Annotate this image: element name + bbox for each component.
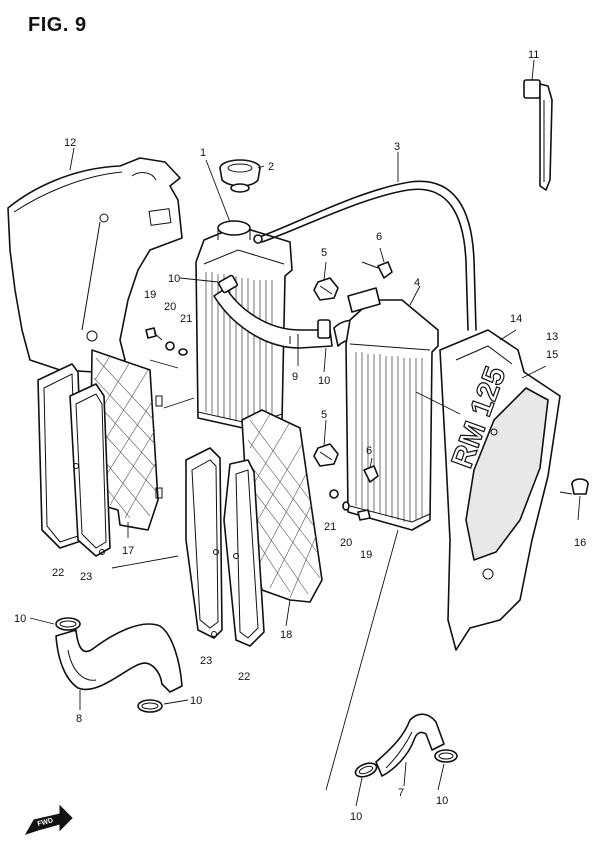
right-radiator-screen [241,409,323,603]
lower-hose [55,623,183,693]
callout-14: 14 [510,313,522,325]
mount-grommet-upper [313,277,339,301]
mount-grommet-lower [313,443,339,467]
right-shroud: RM 125 [439,329,561,651]
hose-clamp-4 [434,749,458,763]
hose-clamp-2 [137,699,163,713]
mount-bolt-upper [361,261,393,279]
callout-22-center: 22 [238,671,250,683]
mount-bolt-lower [363,465,379,483]
callout-12: 12 [64,137,76,149]
left-fasteners [145,327,188,356]
callout-17: 17 [122,545,134,557]
callout-11: 11 [528,49,539,61]
callout-10-lower-center: 10 [190,695,202,707]
right-fasteners [329,489,371,521]
callout-1: 1 [200,147,206,159]
center-inner-frame [185,447,223,639]
callout-10-bottom-right: 10 [436,795,448,807]
callout-6-upper: 6 [376,231,382,243]
callout-15: 15 [546,349,558,361]
callout-23-center: 23 [200,655,212,667]
shroud-bolt [559,478,589,495]
callout-9: 9 [292,371,298,383]
fwd-label: FWD [37,817,54,828]
hose-clamp-3 [354,762,378,778]
left-shroud [7,157,183,373]
radiator-cap [219,159,261,193]
callout-7: 7 [398,787,404,799]
callout-21-right: 21 [324,521,336,533]
callout-23-left: 23 [80,571,92,583]
callout-2: 2 [268,161,274,173]
callout-5-lower: 5 [321,409,327,421]
center-outer-frame [223,459,265,647]
callout-19-right: 19 [360,549,372,561]
callout-5-upper: 5 [321,247,327,259]
right-radiator [345,287,439,531]
breather-tube [253,180,477,331]
callout-10-upper-left: 10 [168,273,180,285]
callout-19-left: 19 [144,289,156,301]
cable-tie [523,79,553,191]
callout-10-bottom-left: 10 [350,811,362,823]
callout-numbers: 1 2 3 4 5 5 6 6 7 8 9 10 10 10 10 10 10 … [14,49,586,823]
callout-20-left: 20 [164,301,176,313]
callout-20-right: 20 [340,537,352,549]
callout-21-left: 21 [180,313,192,325]
callout-10-upper-right: 10 [318,375,330,387]
callout-16: 16 [574,537,586,549]
figure-title: FIG. 9 [28,14,87,36]
callout-8: 8 [76,713,82,725]
callout-18: 18 [280,629,292,641]
callout-10-lower-left: 10 [14,613,26,625]
leader-lines [29,59,581,807]
callout-13: 13 [546,331,558,343]
hose-clamp-1 [55,617,81,631]
right-lower-hose [375,713,445,777]
callout-4: 4 [414,277,420,289]
left-inner-frame [69,383,111,557]
forward-direction-marker: FWD [24,804,73,835]
callout-3: 3 [394,141,400,153]
callout-6-lower: 6 [366,445,372,457]
callout-22-left: 22 [52,567,64,579]
